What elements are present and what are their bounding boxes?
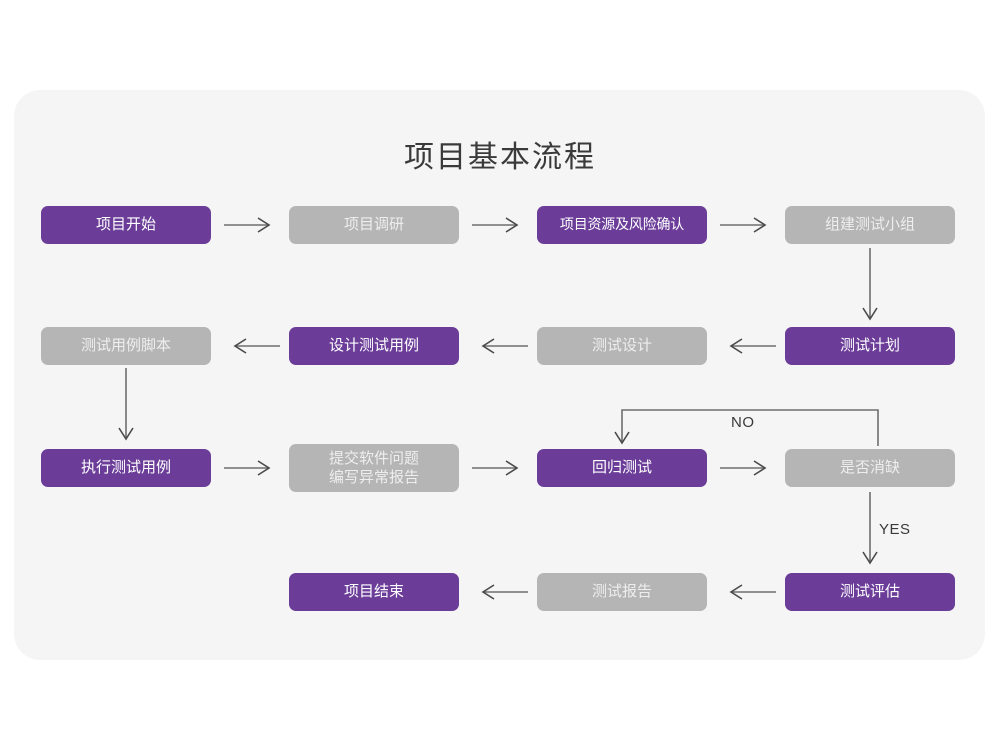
edge-label-no: NO bbox=[731, 414, 755, 431]
node-label: 回归测试 bbox=[591, 459, 652, 477]
node-build-test-team[interactable]: 组建测试小组 bbox=[785, 206, 955, 244]
node-label: 测试计划 bbox=[839, 337, 900, 355]
node-project-start[interactable]: 项目开始 bbox=[41, 206, 211, 244]
node-test-evaluation[interactable]: 测试评估 bbox=[785, 573, 955, 611]
node-execute-testcase[interactable]: 执行测试用例 bbox=[41, 449, 211, 487]
node-test-report[interactable]: 测试报告 bbox=[537, 573, 707, 611]
node-resource-risk-confirm[interactable]: 项目资源及风险确认 bbox=[537, 206, 707, 244]
node-testcase-script[interactable]: 测试用例脚本 bbox=[41, 327, 211, 365]
node-label: 测试设计 bbox=[591, 337, 652, 355]
node-label: 项目调研 bbox=[343, 216, 404, 234]
page-title: 项目基本流程 bbox=[404, 141, 596, 174]
node-design-testcase[interactable]: 设计测试用例 bbox=[289, 327, 459, 365]
node-defect-resolved[interactable]: 是否消缺 bbox=[785, 449, 955, 487]
node-label: 执行测试用例 bbox=[80, 459, 171, 477]
edge-label-yes: YES bbox=[879, 521, 911, 538]
node-label: 项目资源及风险确认 bbox=[559, 216, 685, 233]
node-label: 设计测试用例 bbox=[328, 337, 419, 355]
node-label: 提交软件问题 编写异常报告 bbox=[328, 449, 419, 486]
diagram-panel bbox=[14, 90, 985, 660]
node-label: 测试评估 bbox=[839, 583, 900, 601]
node-label: 项目结束 bbox=[343, 583, 404, 601]
node-regression-test[interactable]: 回归测试 bbox=[537, 449, 707, 487]
node-label: 是否消缺 bbox=[839, 459, 900, 477]
node-submit-defect-report[interactable]: 提交软件问题 编写异常报告 bbox=[289, 444, 459, 492]
node-test-design[interactable]: 测试设计 bbox=[537, 327, 707, 365]
node-project-end[interactable]: 项目结束 bbox=[289, 573, 459, 611]
node-label: 测试报告 bbox=[591, 583, 652, 601]
node-label: 测试用例脚本 bbox=[80, 337, 171, 355]
node-test-plan[interactable]: 测试计划 bbox=[785, 327, 955, 365]
node-project-research[interactable]: 项目调研 bbox=[289, 206, 459, 244]
node-label: 组建测试小组 bbox=[824, 216, 915, 234]
node-label: 项目开始 bbox=[95, 216, 156, 234]
